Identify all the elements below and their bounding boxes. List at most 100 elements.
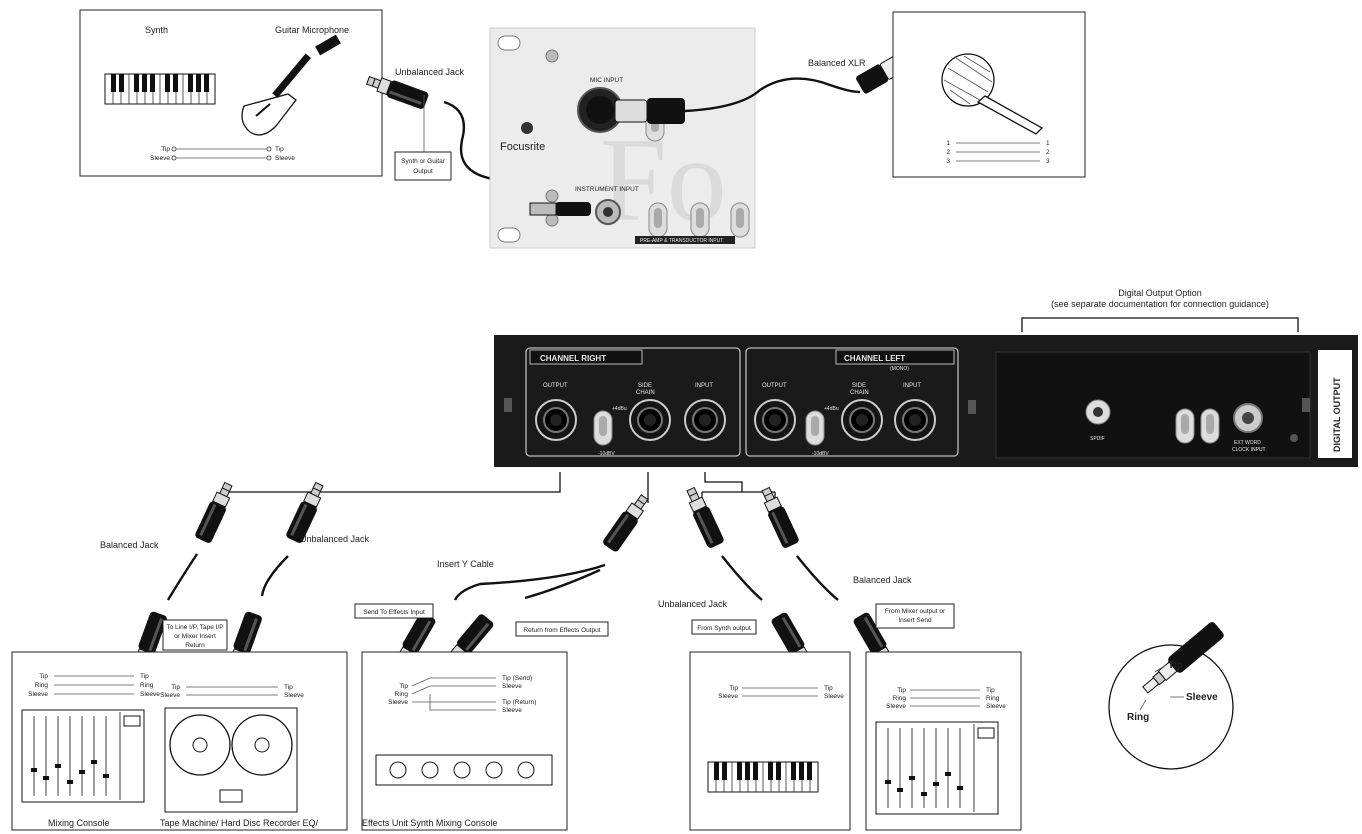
channel-right-label: CHANNEL RIGHT: [540, 354, 606, 363]
svg-text:(MONO): (MONO): [890, 366, 909, 372]
svg-text:Tip (Send): Tip (Send): [502, 675, 532, 682]
svg-text:2: 2: [1046, 149, 1050, 156]
svg-text:Sleeve: Sleeve: [886, 703, 906, 710]
tape-machine-icon: [164, 707, 298, 813]
synth-guitar-output-note: Synth or Guitar Output: [394, 151, 452, 181]
left-output-jack[interactable]: [754, 399, 796, 441]
svg-text:Sleeve: Sleeve: [28, 691, 48, 698]
instrument-input-label: INSTRUMENT INPUT: [575, 186, 639, 193]
svg-text:Sleeve: Sleeve: [824, 693, 844, 700]
unbalanced-jack-label-1: Unbalanced Jack: [300, 534, 370, 544]
svg-text:CHAIN: CHAIN: [636, 390, 655, 396]
svg-text:Sleeve: Sleeve: [718, 693, 738, 700]
svg-text:Ring: Ring: [35, 682, 49, 689]
mixing-console-label: Mixing Console: [48, 818, 110, 828]
mixing-console-right-box: Tip Ring Sleeve Tip Ring Sleeve: [865, 651, 1022, 831]
right-input-jack[interactable]: [684, 399, 726, 441]
svg-text:Ring: Ring: [893, 695, 907, 702]
balanced-jack-label-2: Balanced Jack: [853, 575, 912, 585]
effects-unit-label: Effects Unit Synth Mixing Console: [362, 818, 497, 828]
svg-text:2: 2: [946, 149, 950, 156]
svg-text:OUTPUT: OUTPUT: [762, 383, 787, 389]
balanced-jack-2-icon: [756, 484, 801, 550]
svg-text:SIDE: SIDE: [638, 383, 652, 389]
tape-machine-label: Tape Machine/ Hard Disc Recorder EQ/: [160, 818, 319, 828]
svg-text:3: 3: [1046, 158, 1050, 165]
svg-text:3: 3: [946, 158, 950, 165]
insert-y-plug-icon: [601, 491, 653, 554]
rear-panel: CHANNEL RIGHT CHANNEL LEFT (MONO) OUTPUT…: [494, 335, 1358, 467]
svg-text:Tip: Tip: [140, 673, 149, 680]
svg-text:To Line I/P, Tape I/P: To Line I/P, Tape I/P: [166, 624, 223, 631]
trs-legend: Tip Sleeve Ring: [1108, 622, 1234, 770]
channel-left-label: CHANNEL LEFT: [844, 354, 905, 363]
svg-text:Ring: Ring: [395, 691, 409, 698]
svg-text:EXT WORD: EXT WORD: [1234, 440, 1261, 446]
xlr-plug-top-icon: [614, 98, 685, 124]
electric-guitar-icon: [241, 34, 341, 136]
digital-output-vertical-label: DIGITAL OUTPUT: [1332, 377, 1342, 452]
svg-text:Sleeve: Sleeve: [160, 692, 180, 699]
right-output-jack[interactable]: [535, 399, 577, 441]
tip-label: Tip: [1168, 660, 1183, 671]
svg-text:Tip: Tip: [284, 684, 293, 691]
svg-text:Sleeve: Sleeve: [284, 692, 304, 699]
svg-text:Sleeve: Sleeve: [275, 155, 295, 162]
brand-label: Focusrite: [500, 141, 545, 153]
svg-text:OUTPUT: OUTPUT: [543, 383, 568, 389]
balanced-jack-label-1: Balanced Jack: [100, 540, 159, 550]
svg-text:SPDIF: SPDIF: [1090, 436, 1105, 442]
source-box: Synth Guitar Microphone Tip Sleeve Tip S…: [79, 9, 383, 177]
svg-text:-10dBV: -10dBV: [598, 451, 615, 457]
sleeve-label: Sleeve: [1186, 692, 1218, 703]
svg-text:-10dBV: -10dBV: [812, 451, 829, 457]
send-to-effects-note: Send To Effects Input: [354, 603, 434, 619]
svg-text:CHAIN: CHAIN: [850, 390, 869, 396]
mixing-console-right-icon: [875, 721, 999, 815]
left-input-jack[interactable]: [894, 399, 936, 441]
svg-text:Tip: Tip: [171, 684, 180, 691]
insert-y-cable-label: Insert Y Cable: [437, 559, 494, 569]
svg-text:Tip: Tip: [39, 673, 48, 680]
svg-text:PRE-AMP & TRANSDUCTOR INPUT: PRE-AMP & TRANSDUCTOR INPUT: [640, 238, 723, 244]
return-from-effects-note: Return from Effects Output: [515, 621, 609, 637]
svg-text:Tip: Tip: [399, 683, 408, 690]
svg-text:Tip: Tip: [161, 146, 170, 153]
svg-text:Tip: Tip: [824, 685, 833, 692]
to-line-ip-note: To Line I/P, Tape I/P or Mixer Insert Re…: [162, 619, 228, 651]
unbalanced-jack-2-icon: [681, 484, 726, 550]
svg-text:INPUT: INPUT: [903, 383, 921, 389]
synth-keyboard-icon: [104, 73, 216, 105]
right-sidechain-jack[interactable]: [629, 399, 671, 441]
svg-text:1: 1: [1046, 140, 1050, 147]
svg-text:CLOCK INPUT: CLOCK INPUT: [1232, 447, 1266, 453]
unbalanced-jack-label-top: Unbalanced Jack: [395, 67, 465, 77]
svg-text:+4dBu: +4dBu: [824, 406, 839, 412]
mixer-tape-box: Tip Ring Sleeve Tip Ring Sleeve Tip Slee…: [11, 651, 348, 831]
jack-plug-front-icon: [529, 202, 591, 216]
synth-label: Synth: [145, 25, 168, 35]
svg-text:Tip: Tip: [729, 685, 738, 692]
mixing-console-icon: [21, 709, 145, 803]
svg-text:Sleeve: Sleeve: [986, 703, 1006, 710]
left-sidechain-jack[interactable]: [841, 399, 883, 441]
from-synth-output-note: From Synth output: [691, 619, 757, 635]
svg-text:Synth or Guitar: Synth or Guitar: [401, 158, 446, 165]
svg-text:Sleeve: Sleeve: [502, 707, 522, 714]
synth-box: Tip Sleeve Tip Sleeve: [689, 651, 851, 831]
effects-unit-box: Tip Ring Sleeve Tip (Send) Sleeve Tip (R…: [361, 651, 568, 831]
svg-text:Return from Effects Output: Return from Effects Output: [523, 627, 600, 634]
microphone-icon: [941, 53, 1044, 135]
svg-text:INPUT: INPUT: [695, 383, 713, 389]
mic-input-label: MIC INPUT: [590, 77, 623, 84]
svg-text:SIDE: SIDE: [852, 383, 866, 389]
svg-text:or Mixer Insert: or Mixer Insert: [174, 633, 216, 640]
digital-output-subtitle: (see separate documentation for connecti…: [1051, 299, 1269, 309]
svg-text:Return: Return: [185, 642, 205, 649]
svg-text:From Mixer output or: From Mixer output or: [885, 608, 946, 615]
balanced-xlr-label: Balanced XLR: [808, 58, 866, 68]
svg-text:Insert Send: Insert Send: [898, 617, 932, 624]
svg-text:Tip: Tip: [897, 687, 906, 694]
unbalanced-jack-label-2: Unbalanced Jack: [658, 599, 728, 609]
